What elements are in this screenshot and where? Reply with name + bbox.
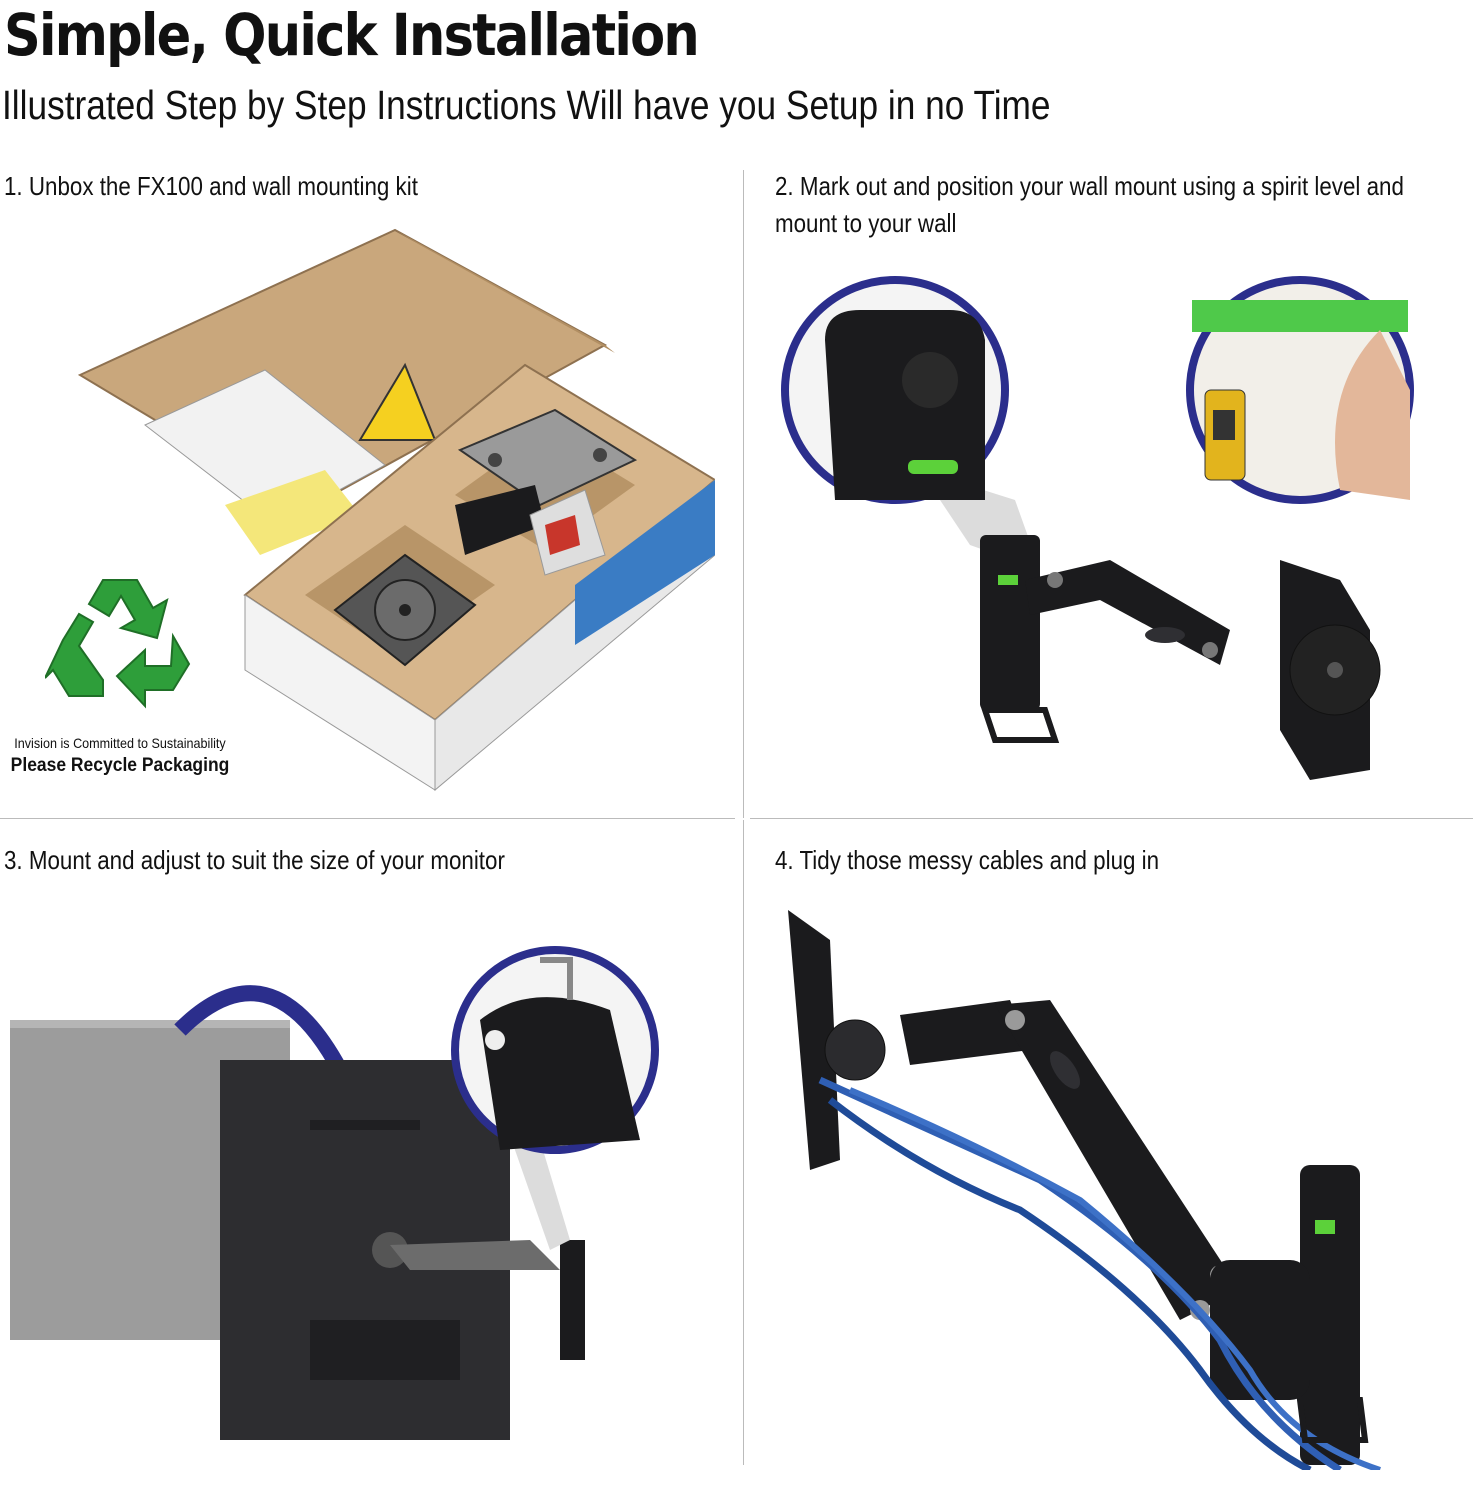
step-4-label: 4. Tidy those messy cables and plug in xyxy=(775,845,1160,875)
recycle-line-2: Please Recycle Packaging xyxy=(10,755,230,776)
step-1-box-photo xyxy=(75,225,715,795)
step-1-label: 1. Unbox the FX100 and wall mounting kit xyxy=(4,171,418,201)
page-title: Simple, Quick Installation xyxy=(4,1,700,69)
step-3-label: 3. Mount and adjust to suit the size of … xyxy=(4,845,505,875)
page-subtitle: Illustrated Step by Step Instructions Wi… xyxy=(2,82,1051,128)
divider-vertical-top xyxy=(743,170,744,818)
recycle-note: Invision is Committed to Sustainability … xyxy=(0,735,240,777)
divider-horizontal-right xyxy=(750,818,1473,819)
divider-horizontal-left xyxy=(0,818,735,819)
recycle-line-1: Invision is Committed to Sustainability xyxy=(14,735,226,751)
step-4-cables-photo xyxy=(780,900,1460,1470)
divider-vertical-bottom xyxy=(743,820,744,1465)
step-3-monitor-photo xyxy=(10,920,710,1460)
step-2-label: 2. Mark out and position your wall mount… xyxy=(775,171,1404,238)
recycle-icon xyxy=(45,570,195,710)
step-2-mount-photo xyxy=(780,270,1470,800)
